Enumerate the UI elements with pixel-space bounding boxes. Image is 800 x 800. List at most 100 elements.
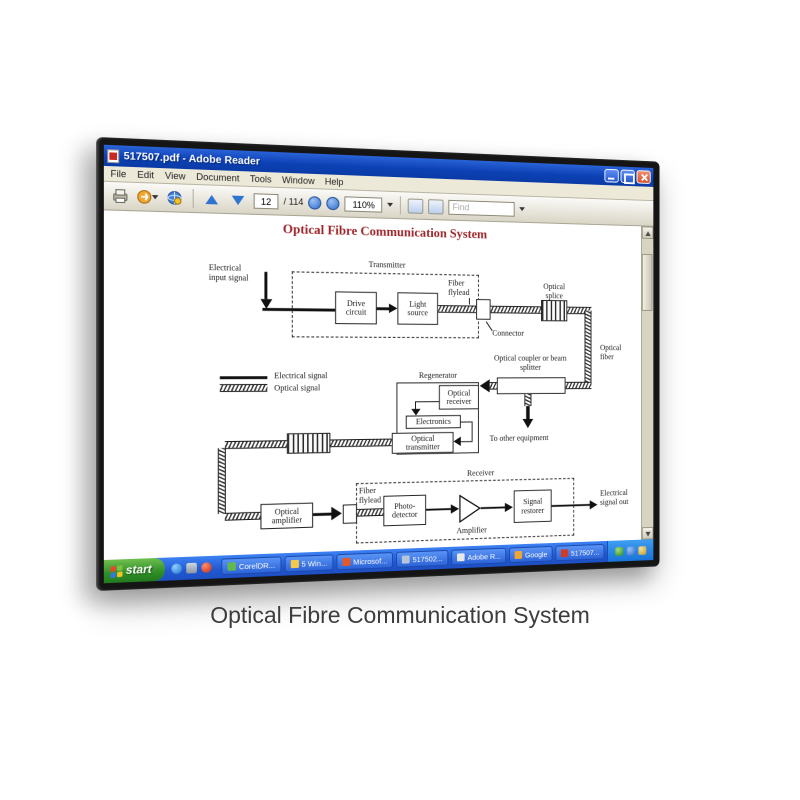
optical-fiber-vertical [584, 310, 592, 388]
next-page-icon[interactable] [228, 190, 249, 210]
electrical-input-label: Electrical input signal [208, 261, 249, 283]
taskbar-button-coreldraw[interactable]: CorelDR... [221, 556, 282, 576]
menu-edit[interactable]: Edit [137, 169, 155, 181]
receiver-to-electronics-line-h [415, 401, 439, 403]
google-icon [514, 550, 523, 560]
monitor-frame: 517507.pdf - Adobe Reader File Edit View… [96, 136, 660, 592]
pdf-file-icon [107, 148, 120, 163]
quick-launch [165, 556, 218, 581]
scrollbar-thumb[interactable] [641, 253, 653, 311]
email-dropdown-icon[interactable] [151, 195, 159, 200]
legend-electrical-line [219, 376, 268, 380]
light-source-box: Light source [397, 292, 439, 325]
legend-optical-label: Optical signal [274, 382, 321, 393]
optical-transmitter-box: Optical transmitter [391, 432, 454, 454]
output-arrowhead [589, 500, 598, 510]
maximize-button[interactable] [620, 169, 635, 184]
windows-logo-icon [110, 564, 123, 578]
taskbar-button-explorer[interactable]: 5 Win... [284, 554, 334, 573]
taskbar-button-adobe[interactable]: Adobe R... [451, 547, 507, 566]
minimize-button[interactable] [604, 168, 619, 183]
window-title: 517507.pdf - Adobe Reader [123, 150, 260, 168]
detector-to-amp-arrowhead [450, 504, 459, 514]
email-icon[interactable] [137, 187, 159, 208]
word-icon [342, 557, 351, 567]
electronics-to-transmitter-line-h2 [460, 441, 473, 443]
next-view-icon[interactable] [326, 196, 340, 210]
previous-page-icon[interactable] [201, 189, 222, 209]
menu-window[interactable]: Window [281, 174, 315, 187]
taskbar-button-word[interactable]: Microsof... [336, 552, 393, 571]
fit-width-icon[interactable] [408, 197, 424, 214]
legend-optical-line [219, 383, 268, 393]
network-icon[interactable] [626, 546, 635, 555]
optical-fiber-label: Optical fiber [600, 342, 622, 361]
electronics-to-transmitter-arrowhead [453, 436, 461, 447]
connector-square [476, 299, 491, 320]
previous-view-icon[interactable] [308, 195, 322, 210]
system-tray [607, 539, 654, 562]
fiber-flylead-line [438, 305, 477, 314]
receiver-label: Receiver [467, 467, 495, 478]
electronics-box: Electronics [405, 415, 461, 429]
photo-detector-box: Photo-detector [383, 494, 427, 527]
fiber-line-5 [489, 382, 497, 390]
electronics-to-transmitter-line-h [460, 421, 472, 423]
branch-arrow-line [526, 406, 530, 419]
taskbar-button-pdf2[interactable]: 517507... [555, 543, 605, 562]
amplifier-out-arrowhead [331, 506, 342, 521]
desktop-icon[interactable] [186, 562, 197, 574]
optical-splice-label: Optical splice [543, 281, 566, 301]
optical-amplifier-box: Optical amplifier [260, 502, 314, 530]
amplifier-out-line [313, 512, 333, 517]
menu-file[interactable]: File [110, 168, 127, 180]
drive-to-light-arrowhead [388, 303, 398, 314]
menu-help[interactable]: Help [324, 176, 344, 188]
menu-document[interactable]: Document [196, 171, 240, 184]
zoom-dropdown-icon[interactable] [387, 202, 394, 207]
page-number-input[interactable]: 12 [253, 192, 279, 209]
transmitter-label: Transmitter [368, 259, 406, 270]
fit-page-icon[interactable] [428, 198, 444, 215]
find-input[interactable] [448, 199, 515, 217]
pdf-page: Optical Fibre Communication System Elect… [103, 210, 641, 560]
toolbar-separator [400, 196, 402, 215]
fiber-line-4 [565, 381, 592, 390]
taskbar-button-google[interactable]: Google [509, 545, 553, 564]
amplifier-label: Amplifier [456, 524, 487, 536]
start-button[interactable]: start [103, 557, 165, 584]
connector-square-2 [342, 504, 358, 524]
optical-fibre-diagram: Optical Fibre Communication System Elect… [110, 213, 635, 560]
messenger-icon[interactable] [171, 563, 182, 575]
fiber-into-regenerator-arrowhead [479, 379, 490, 393]
pdf-doc-icon [401, 555, 410, 564]
vertical-scrollbar[interactable] [640, 226, 654, 540]
volume-icon[interactable] [638, 545, 647, 555]
browser-icon[interactable] [200, 562, 212, 573]
electronics-to-transmitter-line-v [471, 421, 473, 442]
legend-electrical-label: Electrical signal [274, 370, 328, 381]
branch-arrowhead [522, 418, 534, 429]
find-dropdown-icon[interactable] [519, 207, 526, 212]
search-web-icon[interactable] [164, 188, 185, 209]
pdf-doc-icon [560, 549, 569, 558]
menu-tools[interactable]: Tools [249, 173, 272, 185]
taskbar-button-pdf1[interactable]: 517502... [395, 549, 449, 568]
security-shield-icon[interactable] [615, 546, 624, 556]
fiber-flylead-label: Fiber flylead [448, 278, 470, 297]
menu-view[interactable]: View [164, 170, 186, 182]
electrical-output-label: Electrical signal out [600, 487, 629, 507]
fiber-line-6 [330, 438, 392, 448]
toolbar: 12 / 114 110% [103, 181, 654, 227]
close-button[interactable] [636, 170, 651, 184]
scroll-up-icon[interactable] [641, 226, 654, 240]
coreldraw-icon [227, 562, 236, 571]
optical-splice-block [541, 299, 568, 322]
to-other-equipment-label: To other equipment [489, 432, 549, 443]
zoom-level-input[interactable]: 110% [344, 195, 383, 213]
scroll-down-icon[interactable] [641, 526, 654, 540]
print-icon[interactable] [109, 186, 131, 207]
document-pane: Optical Fibre Communication System Elect… [103, 210, 654, 560]
drive-circuit-box: Drive circuit [335, 291, 377, 325]
optical-receiver-box: Optical receiver [438, 384, 479, 410]
